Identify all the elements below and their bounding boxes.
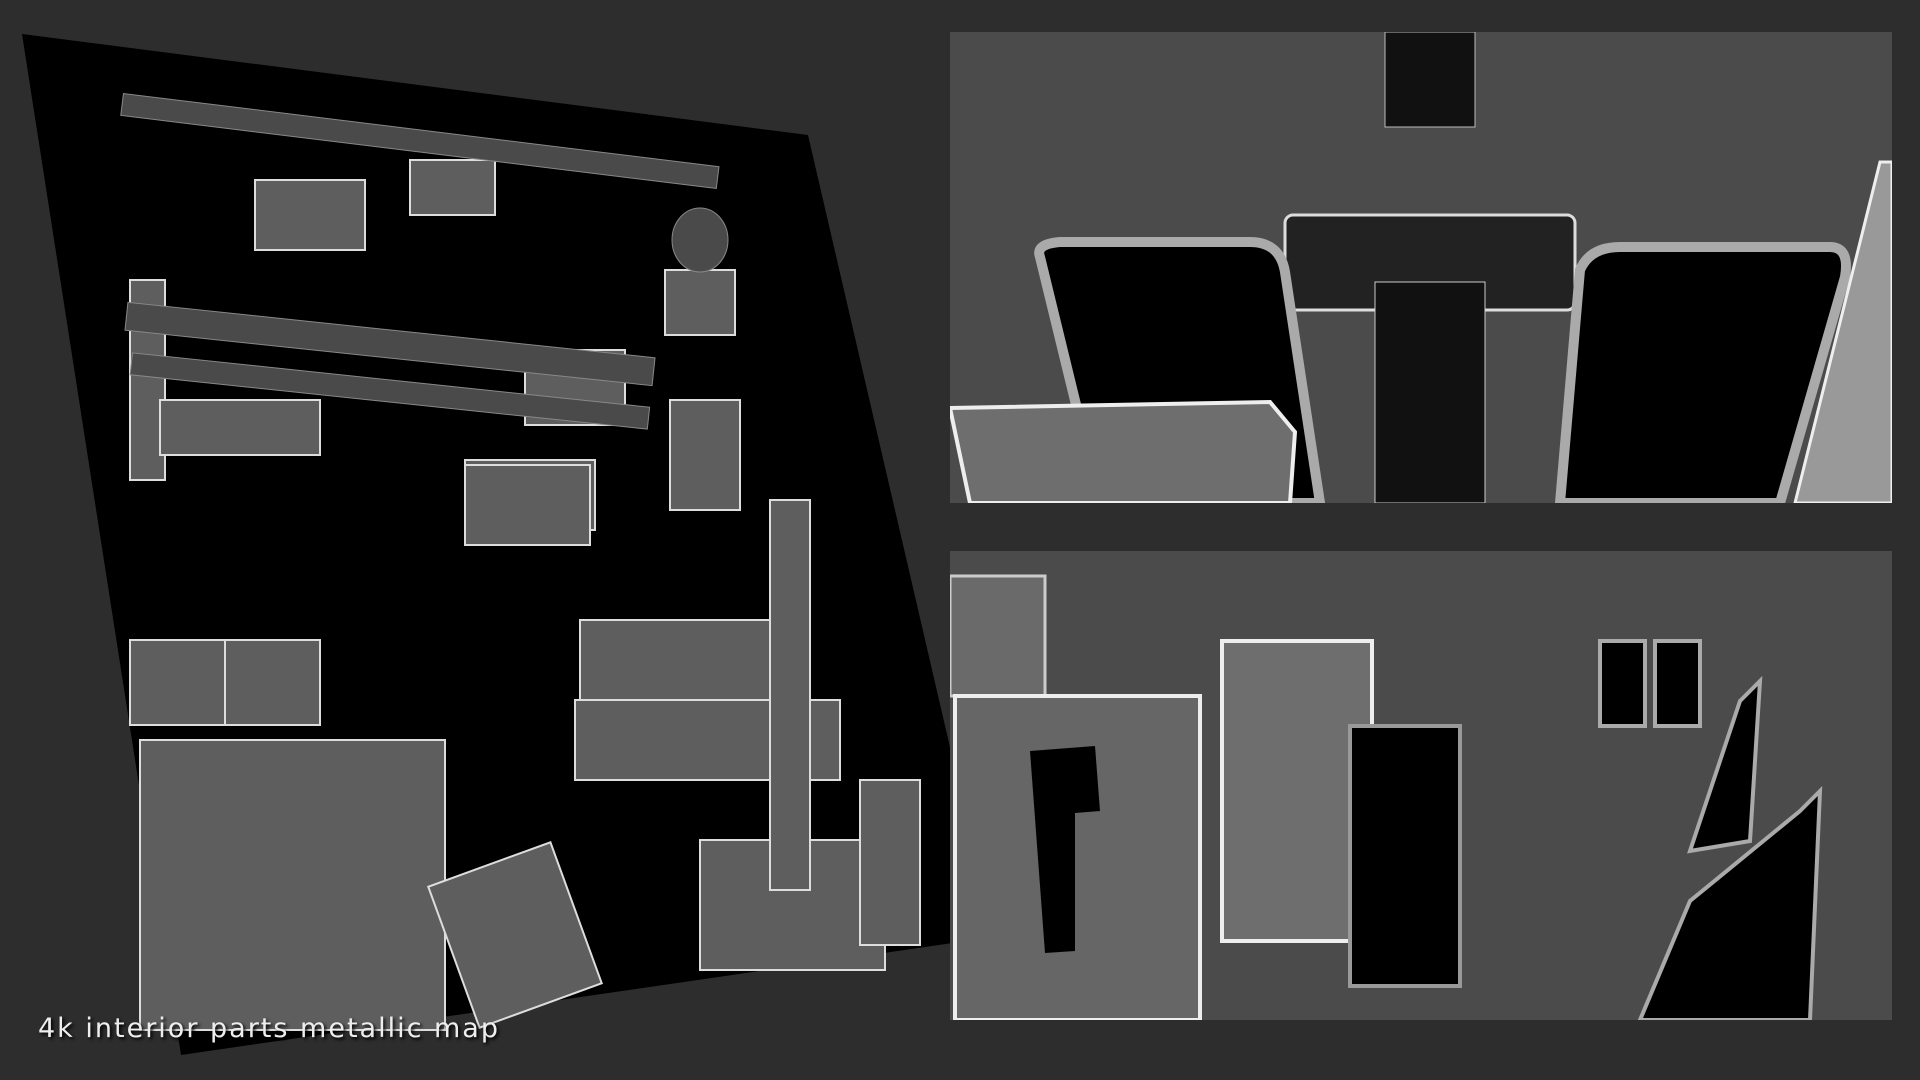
metallic-texture-map	[22, 34, 994, 1055]
cabin-seat	[1348, 724, 1462, 988]
cabin-render-view	[950, 551, 1892, 1020]
overhead-panel	[1384, 32, 1476, 128]
cockpit-render-view	[950, 32, 1892, 503]
door-panel	[950, 399, 1298, 503]
side-pillar	[1793, 160, 1892, 503]
cabinet	[953, 694, 1202, 1020]
equipment-unit	[1220, 639, 1374, 943]
image-caption: 4k interior parts metallic map	[38, 1013, 500, 1044]
texture-islands	[129, 159, 921, 1031]
center-console	[1374, 281, 1486, 503]
right-seat	[1554, 242, 1851, 503]
